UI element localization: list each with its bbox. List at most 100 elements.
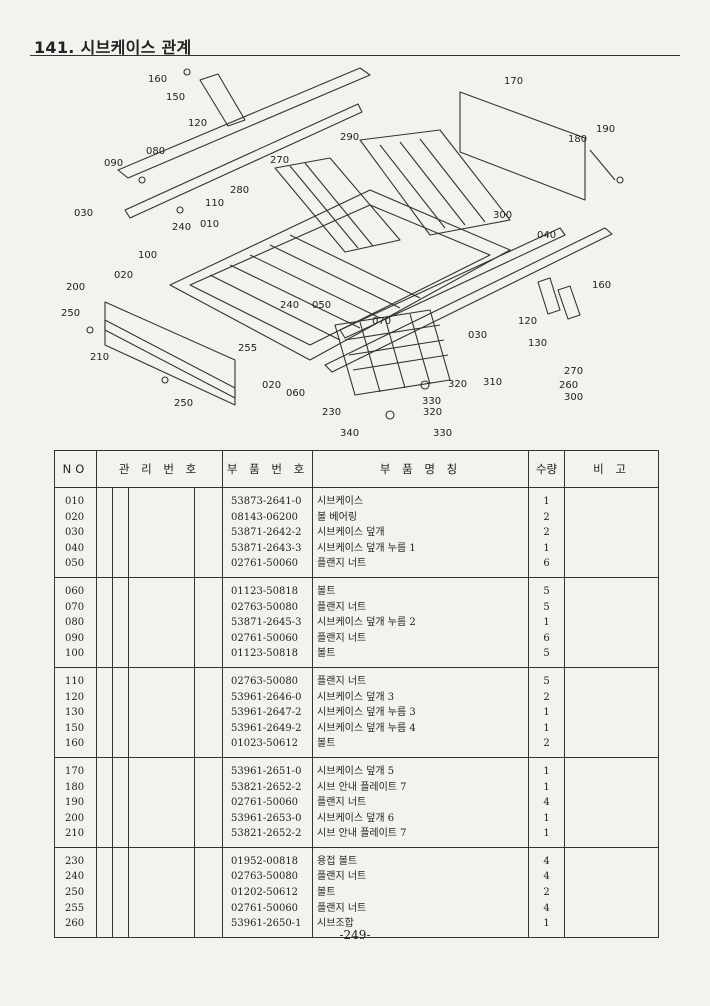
control-col-3	[128, 630, 195, 647]
callout-330: 330	[422, 396, 441, 407]
row-part-name: 플랜지 너트	[312, 869, 530, 886]
control-col-3	[128, 826, 195, 848]
page-title: 141. 시브케이스 관계	[34, 38, 192, 57]
control-col-4	[193, 900, 224, 917]
row-quantity: 1	[528, 826, 566, 848]
row-part-number: 53821-2652-2	[222, 826, 314, 848]
row-part-number: 02761-50060	[222, 556, 314, 578]
row-quantity: 5	[528, 577, 566, 600]
row-remarks	[564, 826, 660, 848]
control-col-4	[193, 826, 224, 848]
control-col-3	[128, 885, 195, 901]
control-col-4	[193, 615, 224, 631]
control-col-2	[112, 885, 129, 901]
control-col-1	[96, 577, 113, 600]
row-remarks	[564, 900, 660, 917]
control-col-4	[193, 525, 224, 541]
row-quantity: 1	[528, 487, 566, 510]
row-remarks	[564, 869, 660, 886]
sieve-case-frame	[169, 189, 511, 361]
control-col-4	[193, 540, 224, 557]
row-number: 060	[54, 577, 97, 600]
nut-190	[616, 176, 624, 184]
control-col-2	[112, 646, 129, 668]
callout-250: 250	[61, 308, 80, 319]
control-col-4	[193, 810, 224, 827]
callout-300: 300	[493, 210, 512, 221]
callout-310: 310	[483, 377, 502, 388]
row-remarks	[564, 630, 660, 647]
control-col-2	[112, 810, 129, 827]
row-quantity: 5	[528, 599, 566, 616]
row-part-number: 01123-50818	[222, 577, 314, 600]
row-part-name: 볼트	[312, 646, 530, 668]
control-col-4	[193, 646, 224, 668]
callout-100: 100	[138, 250, 157, 261]
row-remarks	[564, 705, 660, 721]
control-col-4	[193, 847, 224, 870]
callout-030: 030	[468, 330, 487, 341]
row-part-name: 볼트	[312, 885, 530, 901]
row-number: 120	[54, 689, 97, 706]
callout-180: 180	[568, 134, 587, 145]
callout-320: 320	[423, 407, 442, 418]
left-cover-strip	[117, 67, 371, 179]
control-col-2	[112, 667, 129, 690]
row-quantity: 5	[528, 667, 566, 690]
control-col-4	[193, 757, 224, 780]
control-col-2	[112, 577, 129, 600]
callout-060: 060	[286, 388, 305, 399]
callout-150: 150	[166, 92, 185, 103]
bracket-130-right	[557, 285, 581, 320]
row-remarks	[564, 525, 660, 541]
row-quantity: 1	[528, 540, 566, 557]
control-col-1	[96, 720, 113, 737]
row-quantity: 4	[528, 847, 566, 870]
control-col-4	[193, 916, 224, 938]
control-col-3	[128, 689, 195, 706]
header-control-number: 관 리 번 호	[95, 450, 224, 488]
control-col-2	[112, 689, 129, 706]
callout-270: 270	[564, 366, 583, 377]
control-col-4	[193, 705, 224, 721]
control-col-2	[112, 826, 129, 848]
control-col-3	[128, 869, 195, 886]
control-col-3	[128, 736, 195, 758]
callout-260: 260	[559, 380, 578, 391]
callout-190: 190	[596, 124, 615, 135]
row-part-name: 볼트	[312, 736, 530, 758]
row-quantity: 1	[528, 705, 566, 721]
control-col-3	[128, 487, 195, 510]
row-part-number: 02761-50060	[222, 795, 314, 811]
control-col-1	[96, 795, 113, 811]
row-part-name: 플랜지 너트	[312, 900, 530, 917]
callout-280: 280	[230, 185, 249, 196]
control-col-1	[96, 646, 113, 668]
callout-320: 320	[448, 379, 467, 390]
right-strip-040	[324, 227, 613, 373]
control-col-3	[128, 810, 195, 827]
row-part-name: 플랜지 너트	[312, 556, 530, 578]
row-remarks	[564, 736, 660, 758]
callout-200: 200	[66, 282, 85, 293]
row-number: 100	[54, 646, 97, 668]
callout-270: 270	[270, 155, 289, 166]
header-part-number: 부 품 번 호	[222, 450, 314, 488]
